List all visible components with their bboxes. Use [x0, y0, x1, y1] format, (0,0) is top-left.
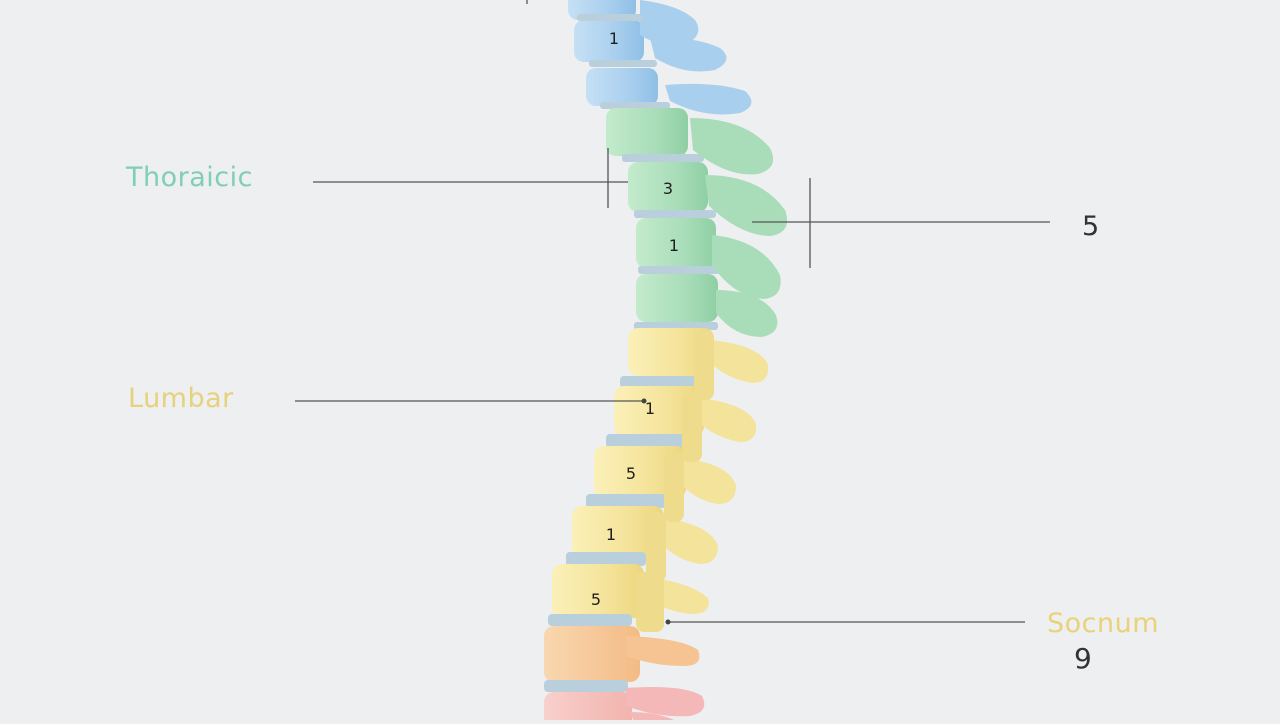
vertebra-number: 5 [591, 590, 601, 609]
vertebra-number: 1 [606, 525, 616, 544]
vertebra-numbers: 1 3 1 1 5 1 5 [591, 29, 679, 609]
lumbar-vertebrae [552, 322, 769, 632]
vertebra-number: 1 [645, 399, 655, 418]
vertebra-number: 1 [669, 236, 679, 255]
sacrum-coccyx [544, 614, 705, 724]
right-label-number: 5 [1082, 211, 1100, 242]
vertebra-number: 1 [609, 29, 619, 48]
lumbar-label: Lumbar [128, 383, 234, 414]
vertebra-number: 3 [663, 179, 673, 198]
thoracic-vertebrae [606, 108, 788, 337]
leader-lines [295, 0, 1050, 623]
sacrum-label: Socnum [1047, 608, 1160, 639]
vertebra-number: 5 [626, 464, 636, 483]
sacrum-number: 9 [1074, 642, 1092, 675]
thoracic-label: Thoraicic [126, 162, 253, 193]
cervical-vertebrae [568, 0, 752, 115]
